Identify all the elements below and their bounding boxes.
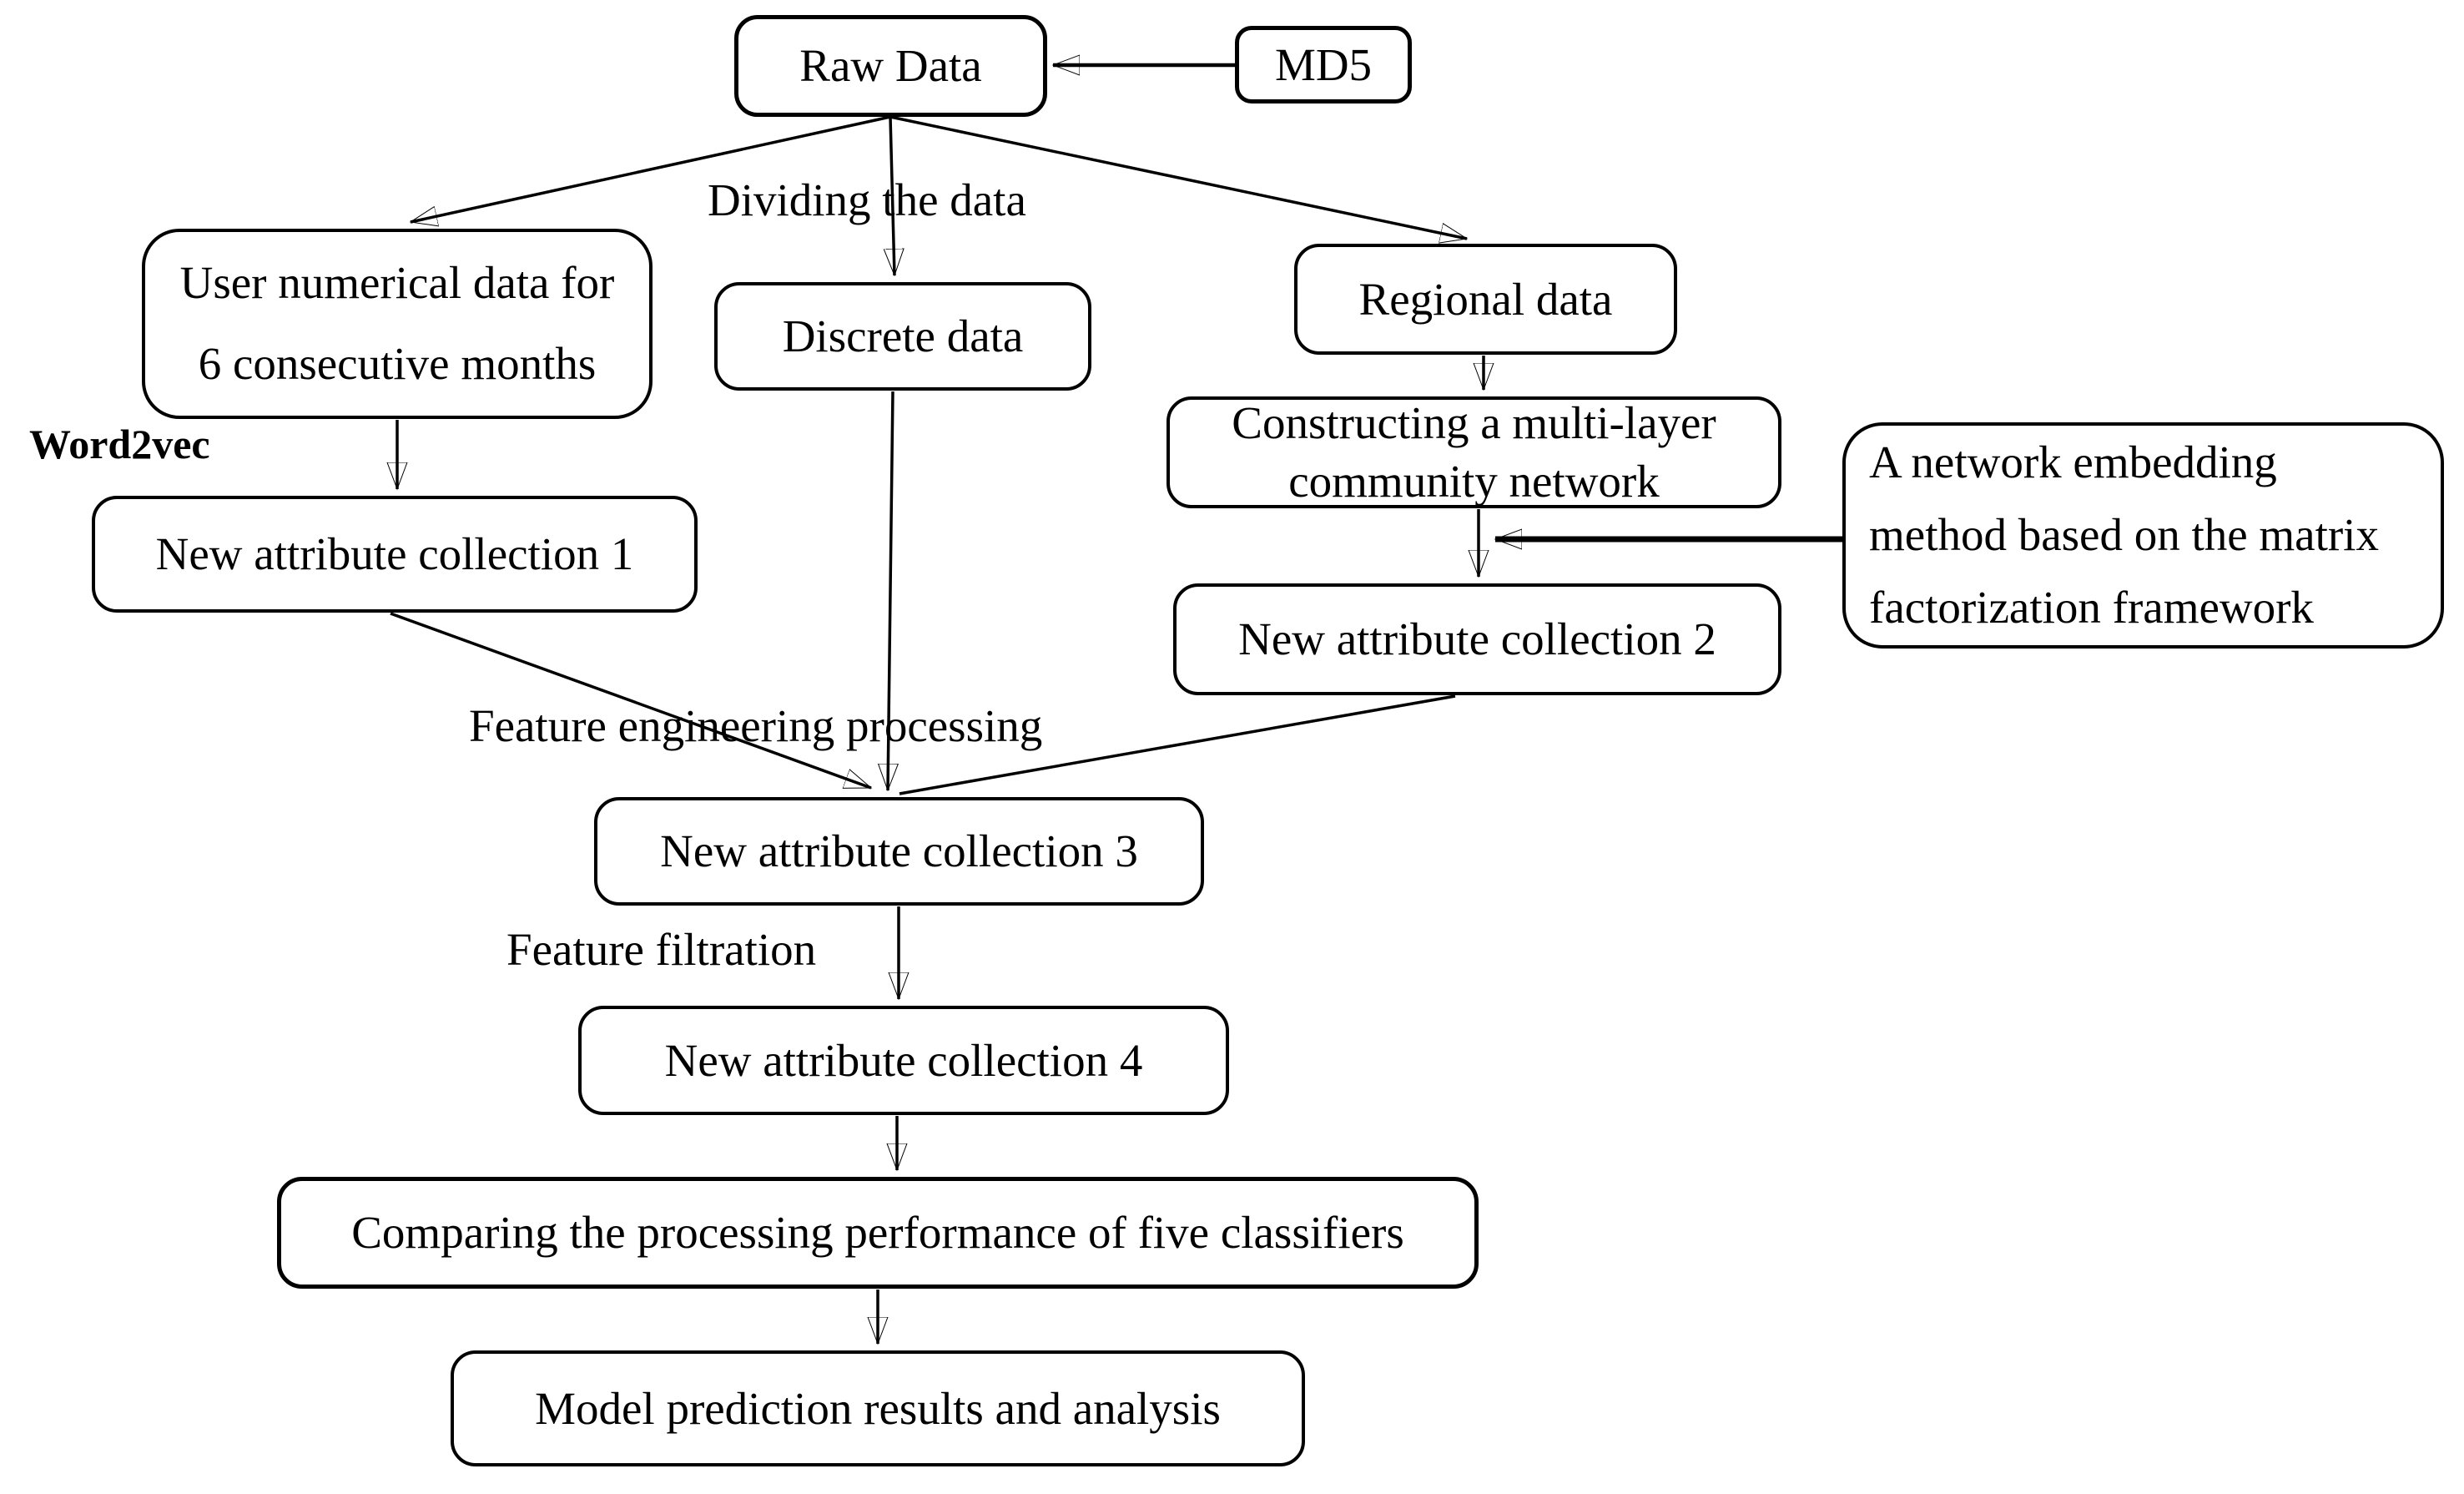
node-comparing-label: Comparing the processing performance of … bbox=[351, 1207, 1404, 1259]
node-embedding-line1: A network embedding bbox=[1869, 437, 2277, 488]
node-raw-data-label: Raw Data bbox=[799, 40, 982, 92]
node-comparing-five-classifiers: Comparing the processing performance of … bbox=[277, 1177, 1479, 1289]
connector-raw-to-user-numerical bbox=[411, 115, 891, 222]
connector-raw-to-discrete bbox=[890, 116, 894, 275]
connector-attr1-to-attr3 bbox=[390, 612, 871, 790]
connector-attr2-to-attr3 bbox=[899, 694, 1456, 795]
node-regional-data-label: Regional data bbox=[1358, 273, 1613, 325]
node-raw-data: Raw Data bbox=[734, 15, 1047, 117]
node-attr4-label: New attribute collection 4 bbox=[664, 1034, 1143, 1086]
edge-label-feature-engineering-processing: Feature engineering processing bbox=[469, 700, 1043, 751]
node-attr1-label: New attribute collection 1 bbox=[155, 528, 634, 580]
node-discrete-data-label: Discrete data bbox=[782, 310, 1024, 362]
node-attr2-label: New attribute collection 2 bbox=[1238, 613, 1716, 665]
node-new-attribute-collection-2: New attribute collection 2 bbox=[1173, 583, 1781, 695]
node-md5: MD5 bbox=[1235, 26, 1412, 103]
node-new-attribute-collection-1: New attribute collection 1 bbox=[92, 496, 698, 613]
edge-label-word2vec: Word2vec bbox=[29, 421, 210, 467]
connector-discrete-to-attr3 bbox=[888, 391, 893, 790]
node-embedding-line3: factorization framework bbox=[1869, 581, 2314, 633]
node-user-numerical-data: User numerical data for 6 consecutive mo… bbox=[142, 229, 653, 419]
node-md5-label: MD5 bbox=[1274, 38, 1373, 90]
node-regional-data: Regional data bbox=[1294, 244, 1677, 355]
connector-raw-to-regional bbox=[889, 115, 1467, 239]
edge-label-feature-filtration: Feature filtration bbox=[506, 924, 817, 975]
node-attr3-label: New attribute collection 3 bbox=[660, 825, 1138, 877]
node-new-attribute-collection-4: New attribute collection 4 bbox=[578, 1006, 1229, 1115]
node-network-embedding-method: A network embedding method based on the … bbox=[1842, 422, 2444, 649]
node-constructing-line1: Constructing a multi-layer bbox=[1232, 396, 1716, 448]
node-model-label: Model prediction results and analysis bbox=[535, 1382, 1221, 1434]
node-discrete-data: Discrete data bbox=[714, 282, 1091, 391]
node-user-numerical-line1: User numerical data for bbox=[179, 257, 615, 309]
node-constructing-line2: community network bbox=[1288, 456, 1660, 507]
edge-label-dividing-the-data: Dividing the data bbox=[708, 174, 1026, 225]
node-model-prediction-results: Model prediction results and analysis bbox=[451, 1350, 1305, 1466]
node-new-attribute-collection-3: New attribute collection 3 bbox=[594, 797, 1204, 906]
node-user-numerical-line2: 6 consecutive months bbox=[198, 338, 597, 389]
node-constructing-multilayer-network: Constructing a multi-layer community net… bbox=[1166, 396, 1781, 508]
node-embedding-line2: method based on the matrix bbox=[1869, 509, 2379, 561]
